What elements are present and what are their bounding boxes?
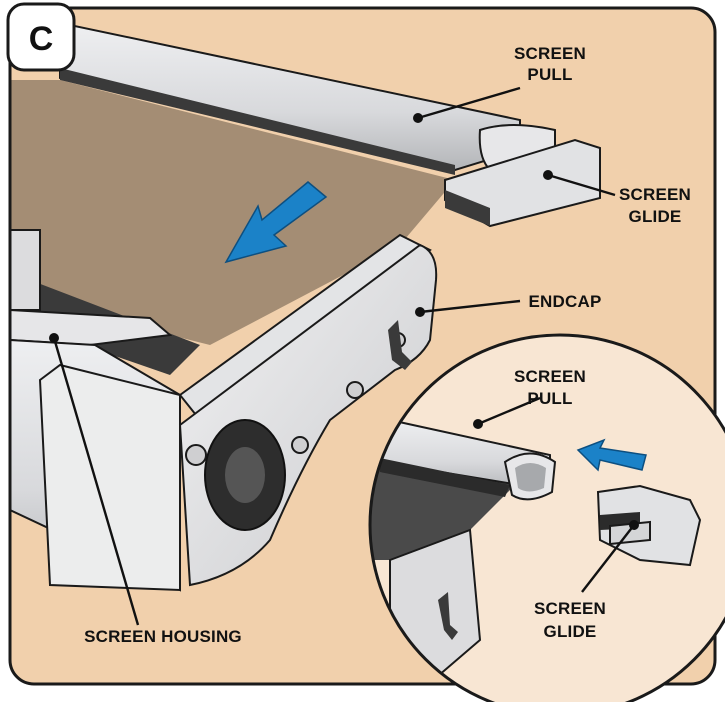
panel-letter: C (29, 20, 54, 58)
screen-glide-inset-line1: SCREEN (534, 599, 606, 618)
screen-glide-top-line2: GLIDE (629, 207, 682, 226)
endcap (178, 243, 438, 587)
screen-housing (10, 229, 432, 592)
label-screen-pull-inset: SCREEN PULL (473, 367, 586, 429)
screen-glide-inset-line2: GLIDE (544, 622, 597, 641)
screen-pull-inset-line1: SCREEN (514, 367, 586, 386)
screen-pull-top-line1: SCREEN (514, 44, 586, 63)
panel-frame (8, 6, 717, 686)
label-screen-pull-top: SCREEN PULL (413, 44, 586, 123)
screen-housing-label: SCREEN HOUSING (84, 627, 242, 646)
endcap-label: ENDCAP (529, 292, 602, 311)
main-panel (8, 6, 717, 686)
direction-arrow (224, 181, 328, 264)
screen-mesh (10, 80, 455, 345)
label-screen-glide-inset: SCREEN GLIDE (534, 520, 639, 641)
screen-glide-top-line1: SCREEN (619, 185, 691, 204)
panel-letter-badge: C (6, 2, 76, 72)
screen-glide (444, 138, 601, 228)
label-screen-glide-top: SCREEN GLIDE (543, 170, 691, 226)
latch (388, 320, 412, 370)
screen-pull-inset-line2: PULL (527, 389, 572, 408)
screen-pull-top-line2: PULL (527, 65, 572, 84)
label-endcap: ENDCAP (415, 292, 602, 317)
label-screen-housing: SCREEN HOUSING (49, 333, 242, 646)
inset-detail (368, 333, 725, 702)
inset-direction-arrow (576, 438, 647, 472)
